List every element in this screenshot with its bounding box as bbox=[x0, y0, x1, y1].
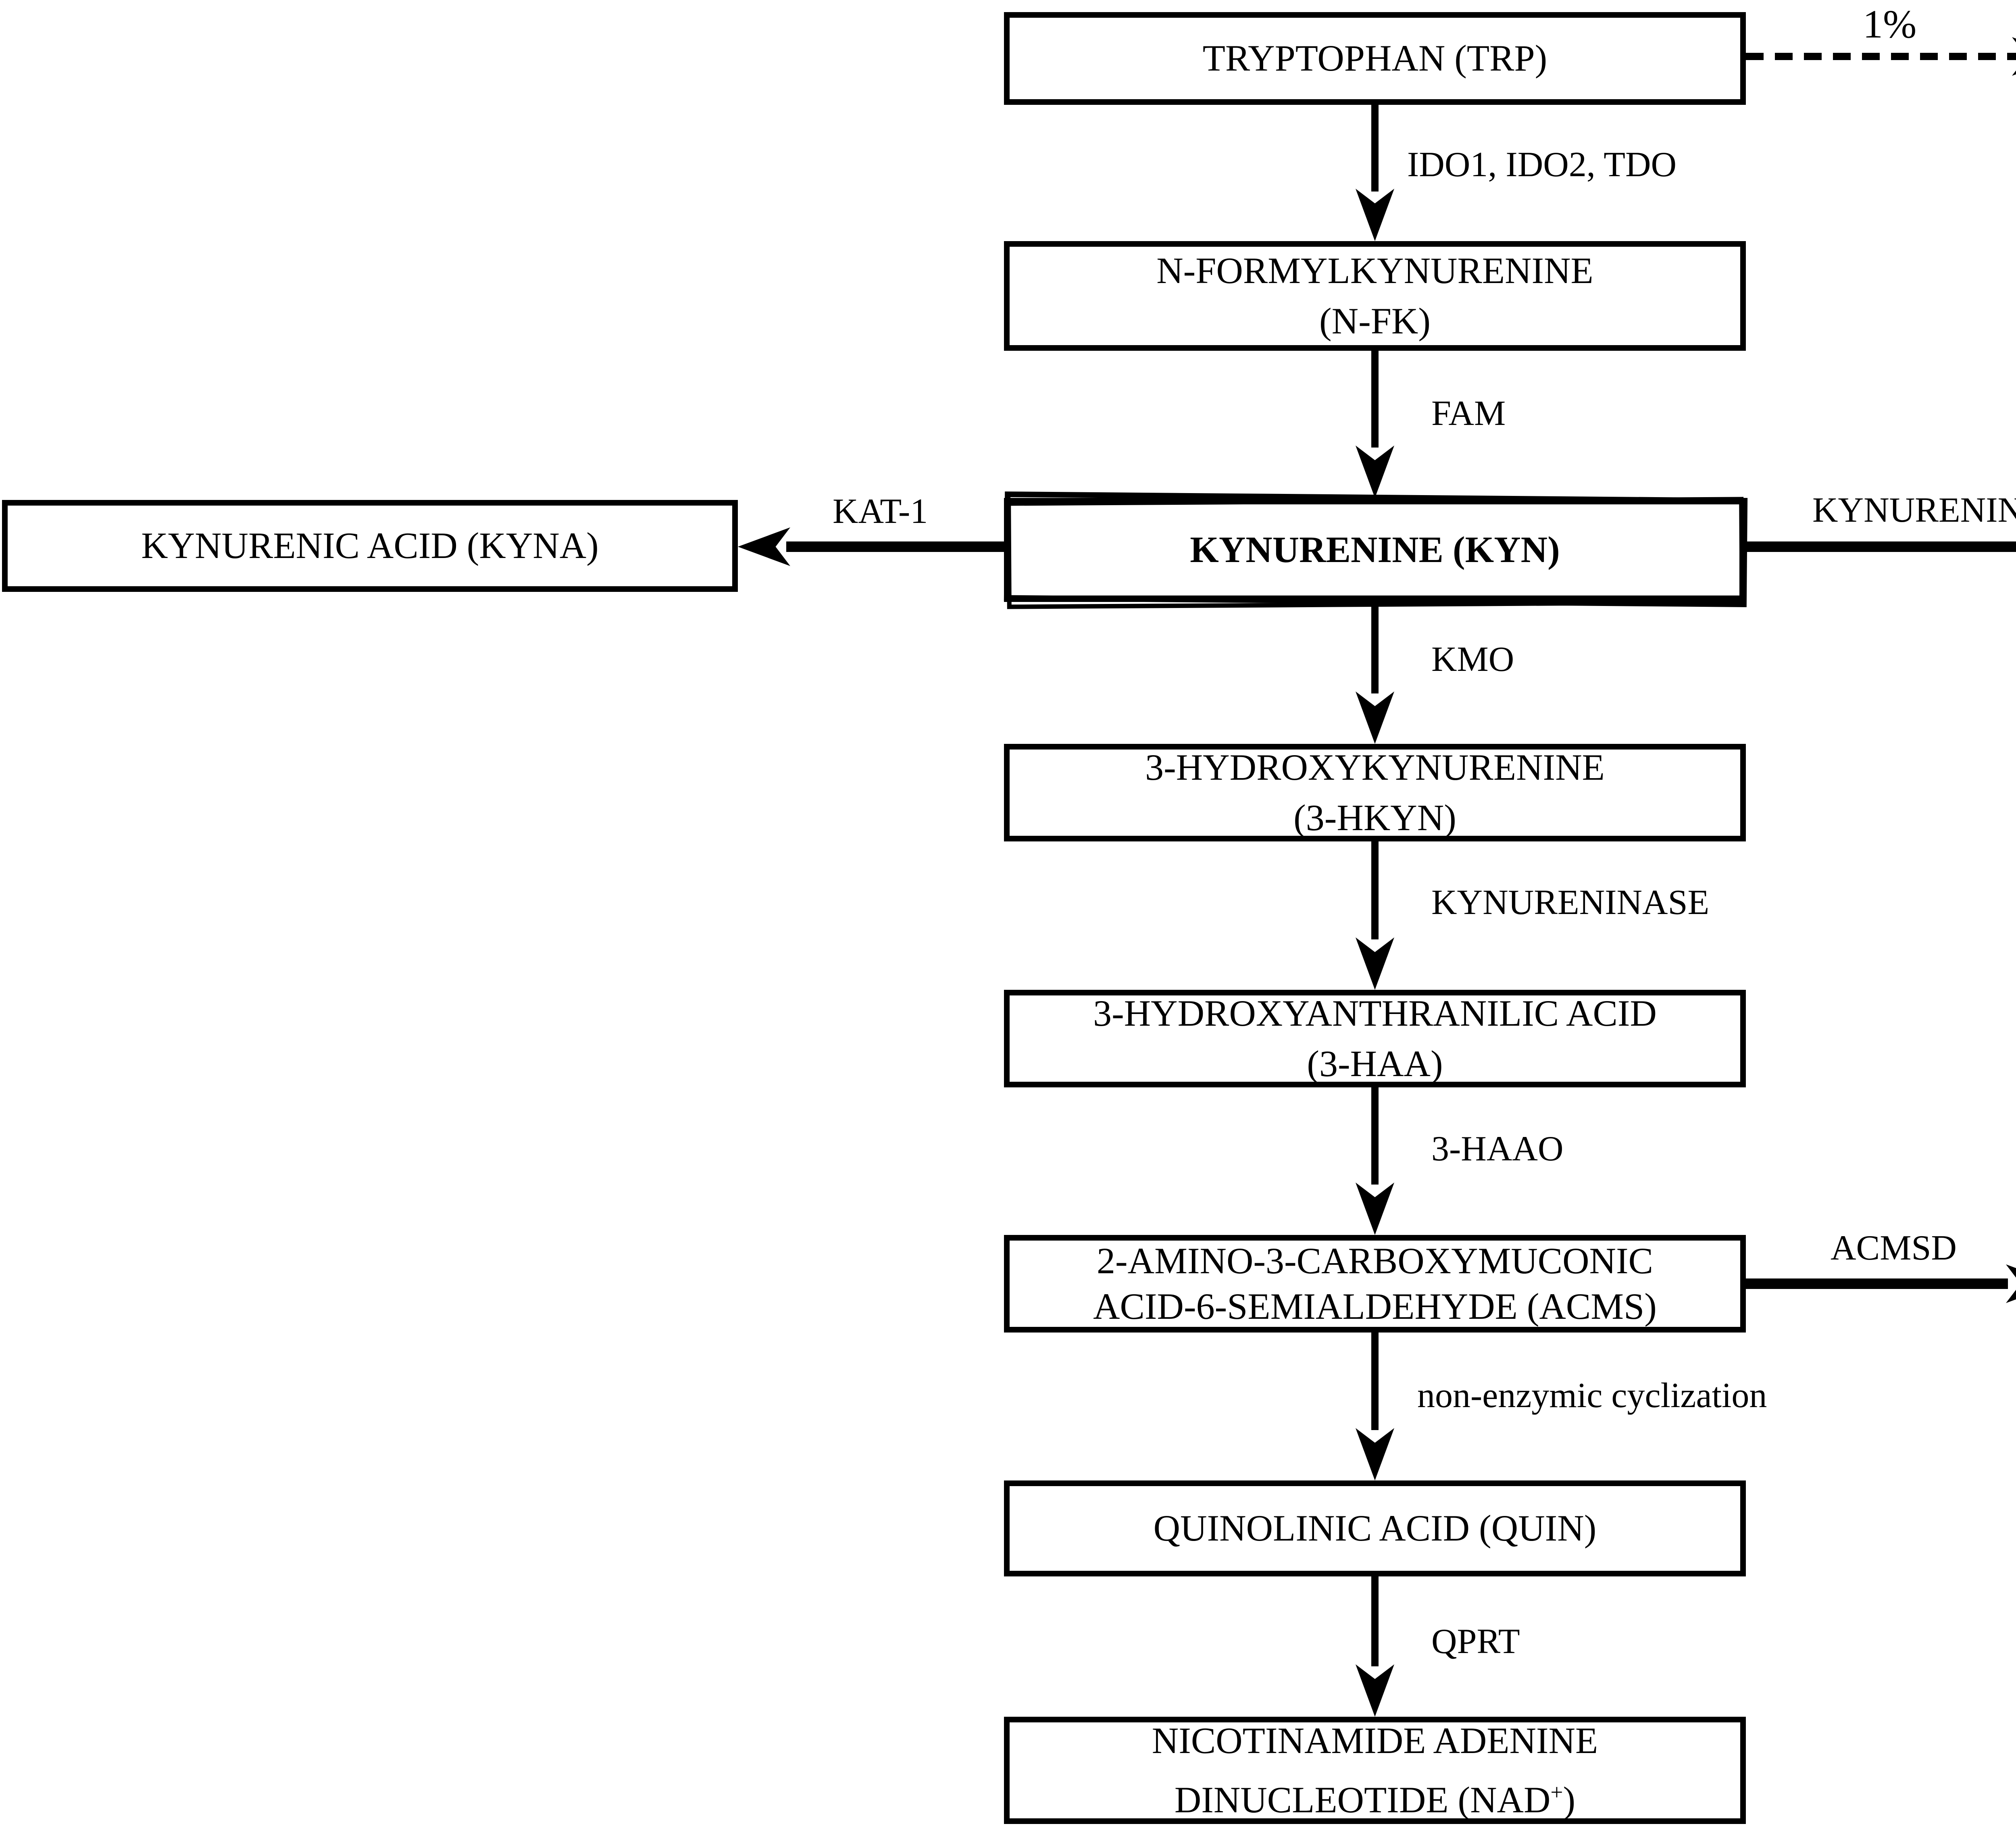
arrow-nfk-to-kyn-head bbox=[1356, 446, 1394, 498]
edge-label-3haao: 3-HAAO bbox=[1431, 1129, 1564, 1168]
edge-label-kynureninase-down: KYNURENINASE bbox=[1431, 883, 1710, 922]
arrow-haa-to-acms-head bbox=[1356, 1183, 1394, 1235]
node-quinolinic-acid-label: QUINOLINIC ACID (QUIN) bbox=[1153, 1507, 1597, 1549]
edge-label-fam: FAM bbox=[1431, 394, 1506, 433]
arrow-trp-to-serotonin-dash-line bbox=[1746, 53, 2016, 60]
arrow-quin-to-nad-head bbox=[1356, 1664, 1394, 1717]
arrow-kyn-to-hkyn-head bbox=[1356, 691, 1394, 744]
arrow-kyn-to-hkyn-line bbox=[1371, 602, 1379, 693]
node-tryptophan-label: TRYPTOPHAN (TRP) bbox=[1202, 37, 1547, 79]
edge-label-non-enzymic-left: non-enzymic cyclization bbox=[1417, 1376, 1767, 1415]
arrow-kyn-to-kyna-head bbox=[738, 527, 790, 566]
arrow-quin-to-nad-line bbox=[1371, 1576, 1379, 1666]
edge-label-acmsd: ACMSD bbox=[1831, 1228, 1957, 1268]
edge-label-kat1: KAT-1 bbox=[833, 492, 928, 531]
node-acms: 2-AMINO-3-CARBOXYMUCONIC ACID-6-SEMIALDE… bbox=[1004, 1235, 1746, 1333]
node-kynurenine: KYNURENINE (KYN) bbox=[1004, 498, 1746, 602]
edge-label-kmo: KMO bbox=[1431, 640, 1514, 679]
node-n-formylkynurenine-line2: (N-FK) bbox=[1319, 300, 1431, 341]
node-nad-line2: DINUCLEOTIDE (NAD+) bbox=[1175, 1780, 1575, 1820]
node-n-formylkynurenine: N-FORMYLKYNURENINE (N-FK) bbox=[1004, 241, 1746, 351]
node-nad-line1: NICOTINAMIDE ADENINE bbox=[1152, 1720, 1598, 1761]
arrow-hkyn-to-haa-line bbox=[1371, 841, 1379, 939]
arrow-trp-to-nfk-head bbox=[1356, 189, 1394, 241]
arrow-haa-to-acms-line bbox=[1371, 1087, 1379, 1185]
arrow-acms-to-quin-head bbox=[1356, 1428, 1394, 1480]
node-3-hydroxykynurenine-line2: (3-HKYN) bbox=[1293, 797, 1456, 838]
edge-label-ido: IDO1, IDO2, TDO bbox=[1407, 145, 1677, 184]
node-kynurenic-acid: KYNURENIC ACID (KYNA) bbox=[2, 500, 738, 592]
node-3-hydroxyanthranilic-acid-line1: 3-HYDROXYANTHRANILIC ACID bbox=[1093, 992, 1657, 1034]
node-quinolinic-acid: QUINOLINIC ACID (QUIN) bbox=[1004, 1480, 1746, 1576]
arrow-acms-to-ams-line bbox=[1746, 1278, 2008, 1289]
arrow-kyn-to-aa-line bbox=[1746, 541, 2016, 552]
edge-label-qprt: QPRT bbox=[1431, 1622, 1520, 1661]
node-kynurenine-label: KYNURENINE (KYN) bbox=[1190, 529, 1560, 570]
node-acms-line1: 2-AMINO-3-CARBOXYMUCONIC bbox=[1097, 1240, 1653, 1281]
node-3-hydroxyanthranilic-acid-line2: (3-HAA) bbox=[1307, 1043, 1443, 1084]
node-nad: NICOTINAMIDE ADENINE DINUCLEOTIDE (NAD+) bbox=[1004, 1717, 1746, 1824]
node-3-hydroxykynurenine: 3-HYDROXYKYNURENINE (3-HKYN) bbox=[1004, 744, 1746, 841]
arrow-nfk-to-kyn-line bbox=[1371, 351, 1379, 448]
node-3-hydroxykynurenine-line1: 3-HYDROXYKYNURENINE bbox=[1145, 746, 1605, 788]
arrow-kyn-to-kyna-line bbox=[786, 541, 1004, 552]
node-nad-line2-close: ) bbox=[1563, 1779, 1576, 1820]
node-kynurenic-acid-label: KYNURENIC ACID (KYNA) bbox=[141, 525, 599, 566]
node-acms-line2: ACID-6-SEMIALDEHYDE (ACMS) bbox=[1093, 1286, 1657, 1327]
arrow-trp-to-nfk-line bbox=[1371, 105, 1379, 192]
node-nad-superscript-plus: + bbox=[1550, 1780, 1563, 1805]
arrow-acms-to-quin-line bbox=[1371, 1333, 1379, 1430]
edge-label-1-percent: 1% bbox=[1863, 2, 1917, 46]
node-tryptophan: TRYPTOPHAN (TRP) bbox=[1004, 12, 1746, 105]
arrow-hkyn-to-haa-head bbox=[1356, 937, 1394, 990]
node-n-formylkynurenine-line1: N-FORMYLKYNURENINE bbox=[1156, 250, 1593, 291]
node-3-hydroxyanthranilic-acid: 3-HYDROXYANTHRANILIC ACID (3-HAA) bbox=[1004, 990, 1746, 1087]
node-nad-line2-text: DINUCLEOTIDE (NAD bbox=[1174, 1779, 1551, 1820]
edge-label-kynureninase-right: KYNURENINASE bbox=[1812, 491, 2016, 530]
